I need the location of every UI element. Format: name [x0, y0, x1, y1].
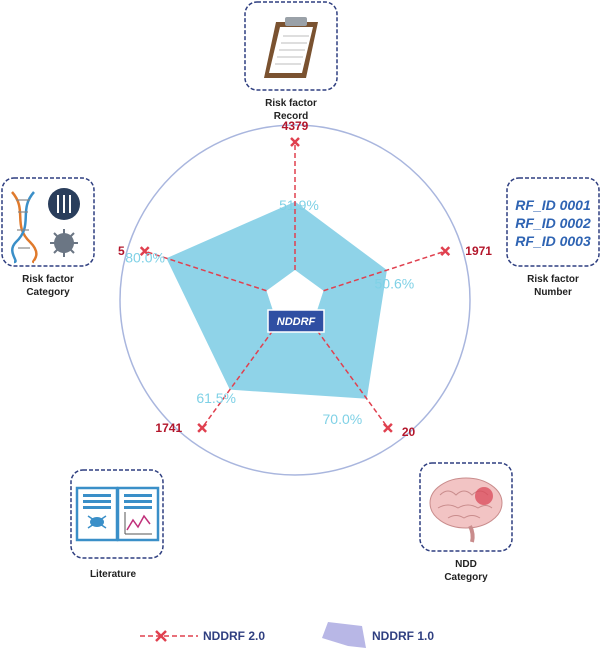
legend: NDDRF 2.0 NDDRF 1.0 [140, 622, 434, 648]
percent-category: 80.0% [125, 249, 165, 265]
spoke-literature [201, 323, 278, 429]
rf-id-3: RF_ID 0003 [515, 233, 591, 249]
spoke-category [144, 250, 267, 292]
legend-polygon-icon [322, 622, 366, 648]
legend-item-nddrf-2: NDDRF 2.0 [140, 629, 265, 643]
x-marker-record [290, 137, 300, 147]
rf-id-1: RF_ID 0001 [515, 197, 591, 213]
label-category-line1: Risk factor [22, 274, 74, 285]
label-number-line1: Risk factor [527, 274, 579, 285]
percent-ndd: 70.0% [323, 411, 363, 427]
percent-number: 50.6% [375, 275, 415, 291]
book-icon [75, 486, 160, 542]
x-marker-ndd [382, 422, 393, 433]
label-ndd-line1: NDD [455, 559, 477, 570]
label-number-line2: Number [534, 287, 572, 298]
ndd-box [419, 462, 513, 552]
label-category-line2: Category [26, 287, 70, 298]
rf-id-2: RF_ID 0002 [515, 215, 591, 231]
spokes [144, 142, 446, 429]
center-label: NDDRF [277, 316, 316, 328]
outer-circle [119, 124, 471, 476]
label-literature: Literature [90, 569, 137, 580]
count-ndd: 20 [402, 425, 416, 439]
legend-x-marker-icon [155, 630, 167, 642]
percent-record: 51.9% [279, 197, 319, 213]
x-marker-literature [197, 422, 208, 433]
count-category: 5 [118, 244, 125, 258]
spoke-number [323, 250, 446, 292]
label-ndd-line2: Category [444, 572, 488, 583]
category-box [1, 177, 95, 267]
count-number: 1971 [465, 244, 492, 258]
number-box: RF_ID 0001 RF_ID 0002 RF_ID 0003 [506, 177, 600, 267]
label-record-line1: Risk factor [265, 98, 317, 109]
count-literature: 1741 [155, 421, 182, 435]
clipboard-icon [264, 17, 318, 78]
percent-literature: 61.5% [196, 390, 236, 406]
literature-box [70, 469, 164, 559]
legend-label-nddrf-2: NDDRF 2.0 [203, 629, 265, 643]
legend-item-nddrf-1: NDDRF 1.0 [322, 622, 434, 648]
center-badge: NDDRF [267, 309, 325, 333]
brain-icon [429, 477, 503, 543]
dna-food-virus-icon [11, 188, 80, 264]
record-box [244, 1, 338, 91]
spoke-ndd [312, 323, 389, 429]
x-marker-number [440, 246, 451, 257]
count-record: 4379 [282, 119, 309, 133]
label-record-line2: Record [274, 111, 308, 122]
x-marker-category [139, 246, 150, 257]
legend-label-nddrf-1: NDDRF 1.0 [372, 629, 434, 643]
